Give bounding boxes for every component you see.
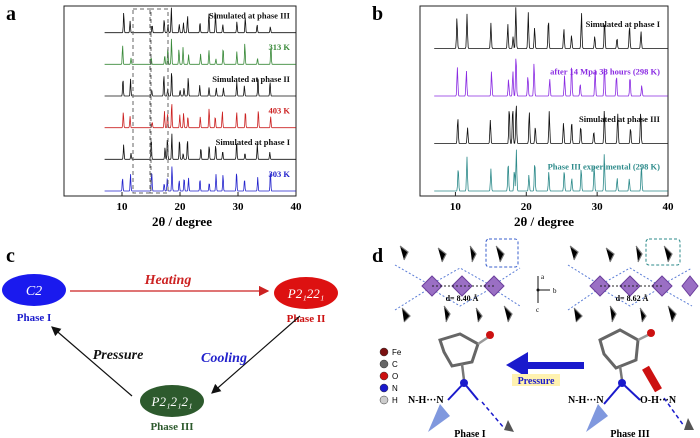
- trace-label-b-1: after 14 Mpa 38 hours (298 K): [550, 67, 660, 77]
- tick-label-a-2: 30: [233, 201, 245, 213]
- lattice-left-highlight: [485, 238, 519, 268]
- phase-label-left: Phase I: [454, 429, 486, 438]
- distance-phase-iii: d= 8.62 Å: [616, 294, 649, 303]
- trace-a-4: [104, 133, 296, 161]
- bond-label-right-2: O-H···N: [640, 395, 677, 406]
- trace-b-3: [434, 149, 668, 192]
- axes-indicator: [536, 276, 550, 303]
- trace-label-b-0: Simulated at phase I: [586, 19, 661, 29]
- tick-label-b-2: 30: [592, 201, 604, 213]
- panel-b-x-ticks: 10 20 30 40: [450, 192, 674, 213]
- trace-label-a-4: Simulated at phase I: [216, 137, 291, 147]
- panel-a-dashed-box-1: [132, 8, 152, 194]
- panel-a-xlabel: 2θ / degree: [152, 214, 212, 229]
- legend-label-c: C: [392, 360, 398, 369]
- phase-label-right: Phase III: [610, 429, 649, 438]
- panel-b-trace-labels: Simulated at phase I after 14 Mpa 38 hour…: [548, 19, 661, 172]
- node-p212121-text: P2₁2₁2₁: [151, 394, 193, 409]
- panel-a-x-ticks: 10 20 30 40: [117, 192, 303, 213]
- node-p212121: [140, 385, 204, 417]
- bond-label-right-1: N-H···N: [568, 395, 604, 406]
- arrow-pressure-label: Pressure: [93, 348, 144, 363]
- trace-label-a-5: 303 K: [269, 169, 291, 179]
- panel-a-frame: [63, 5, 297, 197]
- lattice-phase-i: [394, 238, 521, 323]
- arrow-pressure: [51, 326, 133, 397]
- arrow-cooling: [211, 315, 301, 394]
- pressure-label-bg: [512, 374, 560, 386]
- trace-label-a-1: 313 K: [269, 42, 291, 52]
- panel-a-trace-labels: Simulated at phase III 313 K Simulated at …: [209, 10, 291, 178]
- panel-b-xlabel: 2θ / degree: [514, 214, 574, 229]
- trace-label-a-3: 403 K: [269, 105, 291, 115]
- trace-a-2: [104, 73, 296, 97]
- tick-label-a-3: 40: [291, 201, 303, 213]
- tick-label-b-3: 40: [663, 201, 675, 213]
- legend-label-n: N: [392, 384, 398, 393]
- lattice-right-highlight: [645, 238, 681, 266]
- node-c2: [2, 274, 66, 306]
- pressure-arrow: [506, 352, 584, 378]
- trace-a-3: [104, 104, 296, 129]
- trace-b-1: [434, 58, 668, 97]
- legend-label-o: O: [392, 372, 398, 381]
- trace-label-a-2: Simulated at phase II: [212, 74, 290, 84]
- lattice-phase-iii: [567, 238, 699, 323]
- trace-b-2: [434, 105, 668, 144]
- tick-label-b-0: 10: [450, 201, 462, 213]
- panel-b-traces: [434, 7, 668, 192]
- panel-a-traces: [104, 7, 296, 192]
- axis-c-label: c: [536, 306, 539, 314]
- node-p21221: [274, 277, 338, 309]
- trace-label-a-0: Simulated at phase III: [209, 10, 291, 20]
- tick-label-b-1: 20: [521, 201, 533, 213]
- trace-label-b-2: Simulated at phase III: [579, 114, 661, 124]
- trace-a-1: [104, 38, 296, 65]
- tick-label-a-1: 20: [175, 201, 187, 213]
- panel-b-letter: b: [372, 3, 383, 25]
- molecule-phase-i: [428, 331, 514, 432]
- panel-d-letter: d: [372, 245, 383, 267]
- molecule-phase-iii: [586, 328, 694, 432]
- bond-label-left: N-H···N: [408, 395, 444, 406]
- node-p21221-phase: Phase II: [287, 313, 326, 325]
- legend-label-fe: Fe: [392, 348, 402, 357]
- panel-b-frame: [419, 5, 669, 197]
- trace-a-5: [104, 166, 296, 192]
- pressure-label: Pressure: [518, 376, 555, 387]
- trace-a-0: [104, 7, 296, 34]
- panel-a-dashed-box-2: [149, 8, 169, 194]
- axis-b-label: b: [553, 287, 557, 295]
- node-p21221-text: P2₁22₁: [287, 286, 324, 301]
- node-c2-text: C2: [26, 284, 42, 299]
- panel-c-letter: c: [6, 245, 15, 267]
- node-c2-phase: Phase I: [17, 312, 52, 324]
- trace-b-0: [434, 7, 668, 49]
- panel-a-letter: a: [6, 3, 16, 25]
- arrow-heating-label: Heating: [144, 273, 192, 288]
- node-p212121-phase: Phase III: [150, 421, 193, 433]
- arrow-cooling-label: Cooling: [201, 351, 247, 366]
- trace-label-b-3: Phase III experimental (298 K): [548, 162, 661, 172]
- distance-phase-i: d= 8.40 Å: [446, 294, 479, 303]
- tick-label-a-0: 10: [117, 201, 129, 213]
- legend-dot-c: [379, 359, 389, 369]
- legend-label-h: H: [392, 396, 398, 405]
- legend-dot-o: [379, 371, 389, 381]
- legend-dot-fe: [379, 347, 389, 357]
- legend-dot-n: [379, 383, 389, 393]
- axis-a-label: a: [541, 273, 545, 281]
- legend-dot-h: [379, 395, 389, 405]
